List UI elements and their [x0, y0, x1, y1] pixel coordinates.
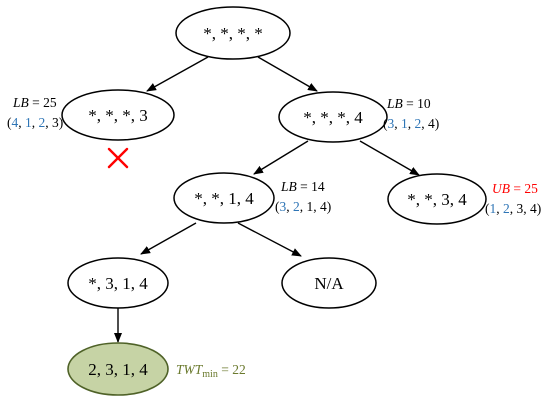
edge-root-to-xxx3 — [146, 56, 209, 92]
node-xxx4: *, *, *, 4 — [278, 91, 388, 143]
lb-10-sequence: (3, 1, 2, 4) — [383, 116, 439, 131]
node-na: N/A — [281, 257, 377, 309]
lb-25-sequence: (4, 1, 2, 3) — [7, 115, 63, 130]
edge-xxx4-to-xx34 — [359, 140, 420, 176]
node-xxx3: *, *, *, 3 — [61, 89, 175, 141]
lb-25-text: LB = 25 — [12, 95, 57, 110]
node-x314: *, 3, 1, 4 — [67, 257, 169, 309]
lb-14-sequence: (3, 2, 1, 4) — [275, 199, 331, 214]
edge-root-to-xxx4 — [257, 56, 318, 92]
cross-icon — [107, 147, 129, 169]
ub-25-sequence: (1, 2, 3, 4) — [485, 201, 541, 216]
bound-lb-14: LB = 14 (3, 2, 1, 4) — [275, 179, 331, 214]
bound-ub-25: UB = 25 (1, 2, 3, 4) — [485, 181, 541, 216]
edge-xxx4-to-xx14 — [253, 140, 309, 175]
node-x314-label: *, 3, 1, 4 — [88, 274, 148, 293]
node-xx34-label: *, *, 3, 4 — [407, 190, 467, 209]
node-root: *, *, *, * — [175, 6, 291, 60]
lb-10-text: LB = 10 — [386, 96, 431, 111]
node-na-label: N/A — [314, 274, 344, 293]
node-xx34: *, *, 3, 4 — [387, 173, 487, 225]
node-xx14: *, *, 1, 4 — [173, 172, 275, 224]
node-2314-solution: 2, 3, 1, 4 — [67, 342, 169, 396]
tree-edges — [114, 56, 420, 343]
node-2314-label: 2, 3, 1, 4 — [88, 360, 148, 379]
node-xx14-label: *, *, 1, 4 — [194, 189, 254, 208]
lb-14-text: LB = 14 — [280, 179, 325, 194]
node-xxx3-label: *, *, *, 3 — [88, 106, 148, 125]
bound-lb-10: LB = 10 (3, 1, 2, 4) — [383, 96, 439, 131]
edge-xx14-to-na — [237, 222, 302, 257]
node-xxx4-label: *, *, *, 4 — [303, 108, 363, 127]
twt-min-result: TWTmin = 22 — [176, 362, 246, 380]
edge-xx14-to-x314 — [140, 222, 197, 255]
ub-25-text: UB = 25 — [492, 181, 538, 196]
bound-lb-25: LB = 25 (4, 1, 2, 3) — [7, 95, 63, 130]
node-root-label: *, *, *, * — [203, 24, 263, 43]
